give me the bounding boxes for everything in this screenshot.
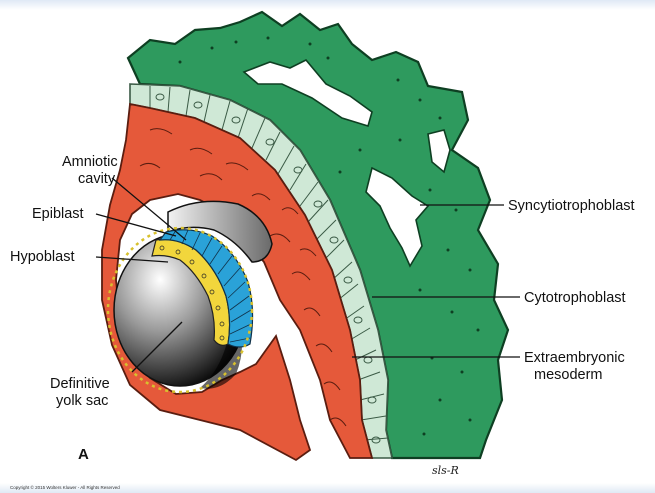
artist-signature: sls-R — [432, 464, 459, 477]
copyright-notice: Copyright © 2015 Wolters Kluwer - All Ri… — [10, 484, 120, 490]
label-amniotic-cavity-2: cavity — [78, 171, 116, 187]
leader-hypoblast — [95, 256, 169, 263]
epiblast-cells — [169, 229, 252, 343]
label-cytotrophoblast: Cytotrophoblast — [524, 290, 626, 306]
label-hypoblast: Hypoblast — [10, 249, 74, 265]
panel-letter: A — [78, 446, 89, 463]
label-definitive-yolk-sac-1: Definitive — [50, 376, 110, 392]
label-extraembryonic-mesoderm-1: Extraembryonic — [524, 350, 625, 366]
label-epiblast: Epiblast — [32, 206, 84, 222]
mesoderm-cells — [139, 128, 347, 427]
leader-amniotic-cavity — [111, 177, 187, 241]
yolk-sac-rim — [106, 226, 254, 394]
label-definitive-yolk-sac-2: yolk sac — [56, 393, 108, 409]
label-amniotic-cavity-1: Amniotic — [62, 154, 118, 170]
label-extraembryonic-mesoderm-2: mesoderm — [534, 367, 603, 383]
leader-lines — [95, 177, 520, 373]
lacunae — [242, 59, 451, 268]
cytotrophoblast-cells — [149, 86, 389, 441]
cytotrophoblast-nuclei — [155, 93, 381, 444]
leader-yolk-sac — [131, 321, 183, 373]
label-syncytiotrophoblast: Syncytiotrophoblast — [508, 198, 635, 214]
syncytial-nuclei — [178, 36, 480, 436]
leader-epiblast — [95, 213, 177, 237]
amnion-roof — [167, 200, 273, 263]
hypoblast-cells — [159, 245, 225, 341]
